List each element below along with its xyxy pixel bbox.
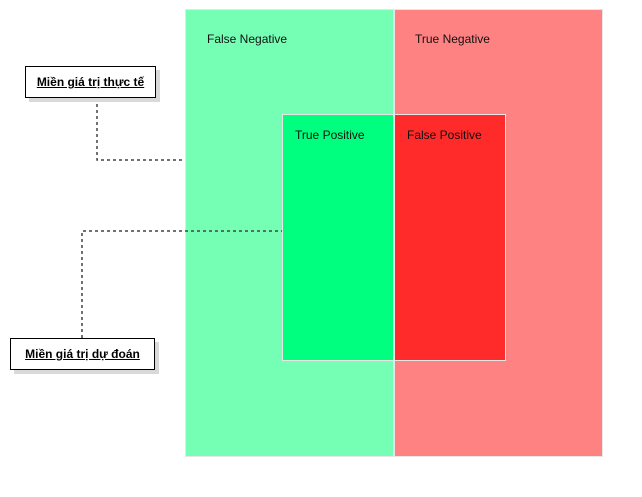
predicted-connector (81, 230, 282, 338)
false-positive-label: False Positive (407, 128, 482, 142)
actual-values-label: Miền giá trị thực tế (36, 75, 145, 89)
actual-connector (96, 98, 185, 161)
true-negative-label: True Negative (415, 32, 490, 46)
false-negative-label: False Negative (207, 32, 288, 46)
true-positive-label: True Positive (295, 128, 365, 142)
actual-values-legend: Miền giá trị thực tế (25, 66, 156, 98)
true-positive-region: True Positive (282, 114, 394, 361)
predicted-values-legend: Miền giá trị dự đoán (10, 338, 155, 370)
false-positive-region: False Positive (394, 114, 506, 361)
predicted-values-label: Miền giá trị dự đoán (25, 347, 140, 361)
